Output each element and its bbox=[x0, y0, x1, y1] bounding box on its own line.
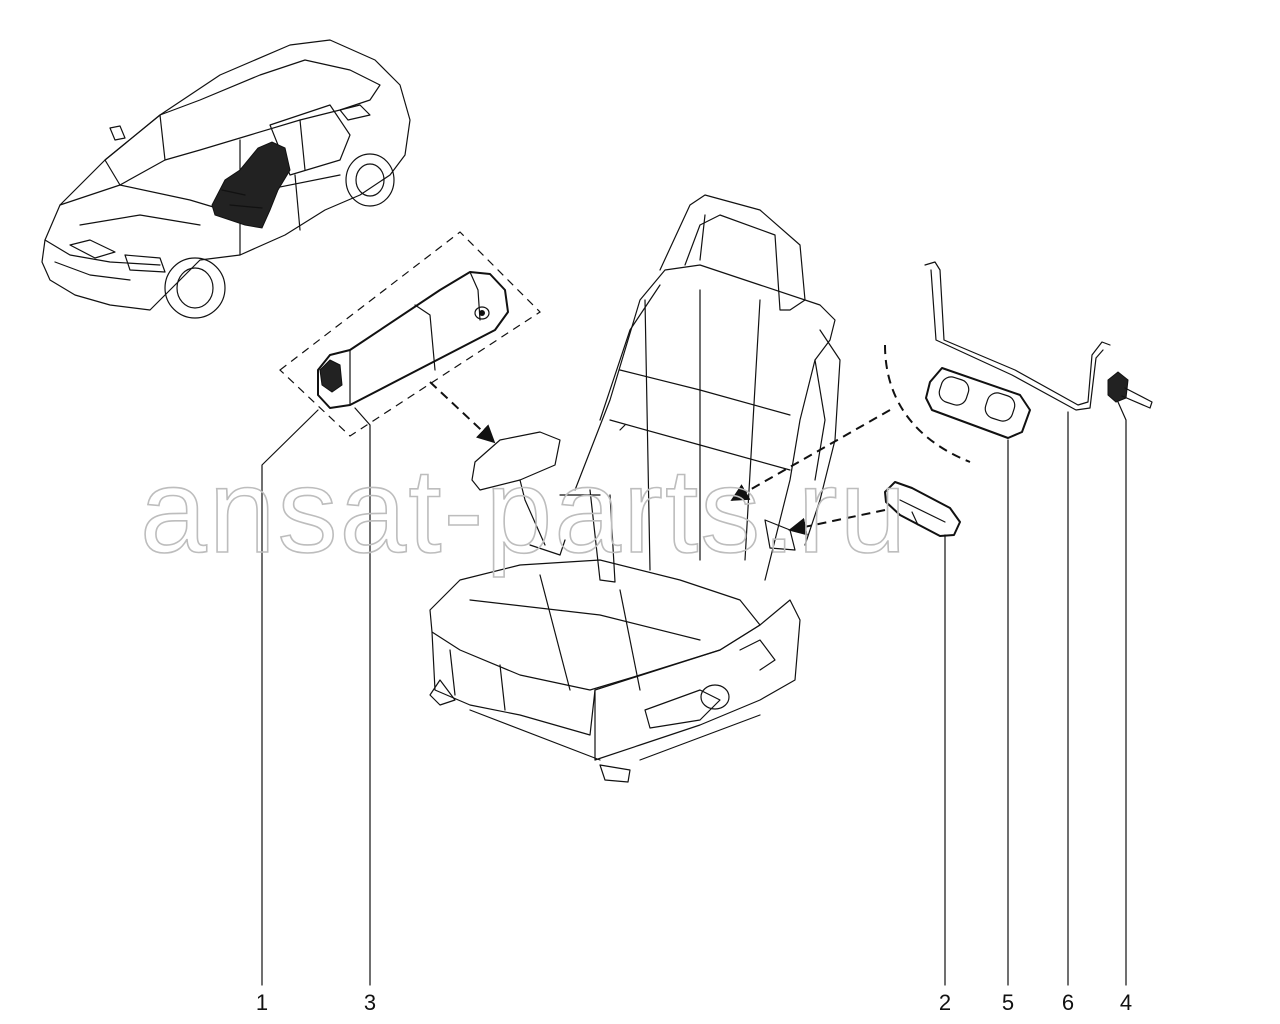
handle-part-illustration bbox=[884, 481, 961, 537]
armrest-part-illustration bbox=[279, 231, 541, 437]
rod-part-illustration bbox=[924, 261, 1111, 411]
switch-panel-part-illustration bbox=[884, 344, 1031, 463]
watermark: ansat-parts.ru bbox=[140, 444, 908, 578]
callout-4: 4 bbox=[1120, 990, 1132, 1015]
arrow-switch-panel bbox=[730, 409, 891, 501]
arrow-armrest bbox=[429, 381, 496, 444]
callout-2: 2 bbox=[939, 990, 951, 1015]
car-overview-illustration bbox=[41, 39, 411, 319]
callout-1: 1 bbox=[256, 990, 268, 1015]
callout-3: 3 bbox=[364, 990, 376, 1015]
callout-5: 5 bbox=[1002, 990, 1014, 1015]
callout-6: 6 bbox=[1062, 990, 1074, 1015]
clip-part-illustration bbox=[1107, 371, 1153, 409]
arrow-handle bbox=[788, 509, 886, 536]
seat-illustration bbox=[429, 194, 841, 783]
leader-lines bbox=[261, 401, 1127, 986]
